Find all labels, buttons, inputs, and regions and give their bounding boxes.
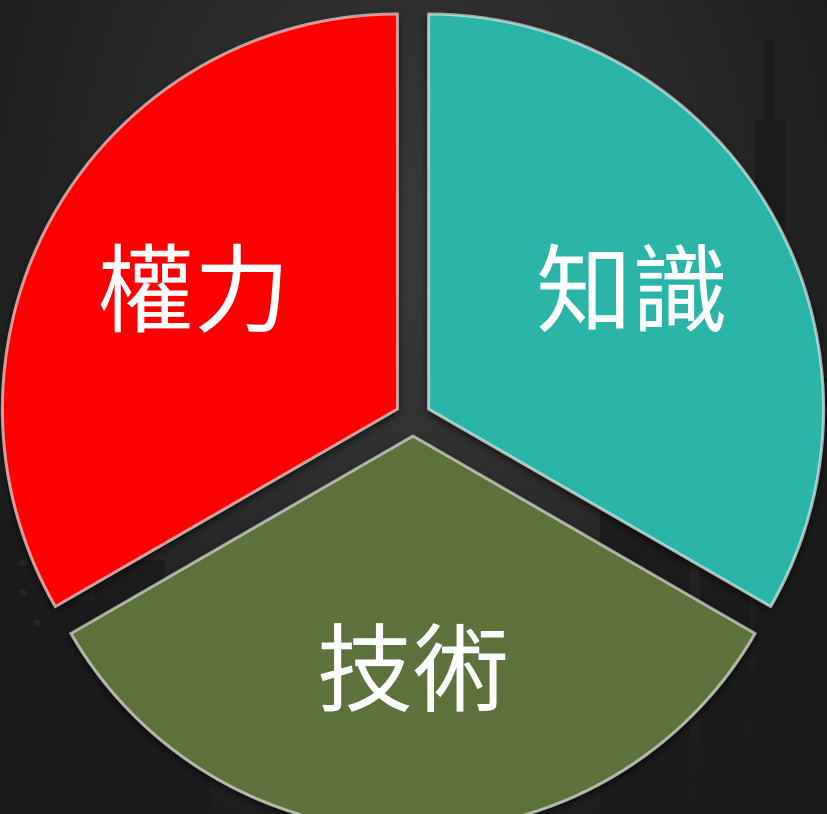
pie-slice [427, 12, 826, 609]
slice-label: 技術 [317, 615, 509, 727]
pie-slice [68, 434, 758, 814]
slice-label: 權力 [98, 236, 290, 348]
slice-label: 知識 [536, 236, 728, 348]
pie-slice [0, 12, 399, 609]
